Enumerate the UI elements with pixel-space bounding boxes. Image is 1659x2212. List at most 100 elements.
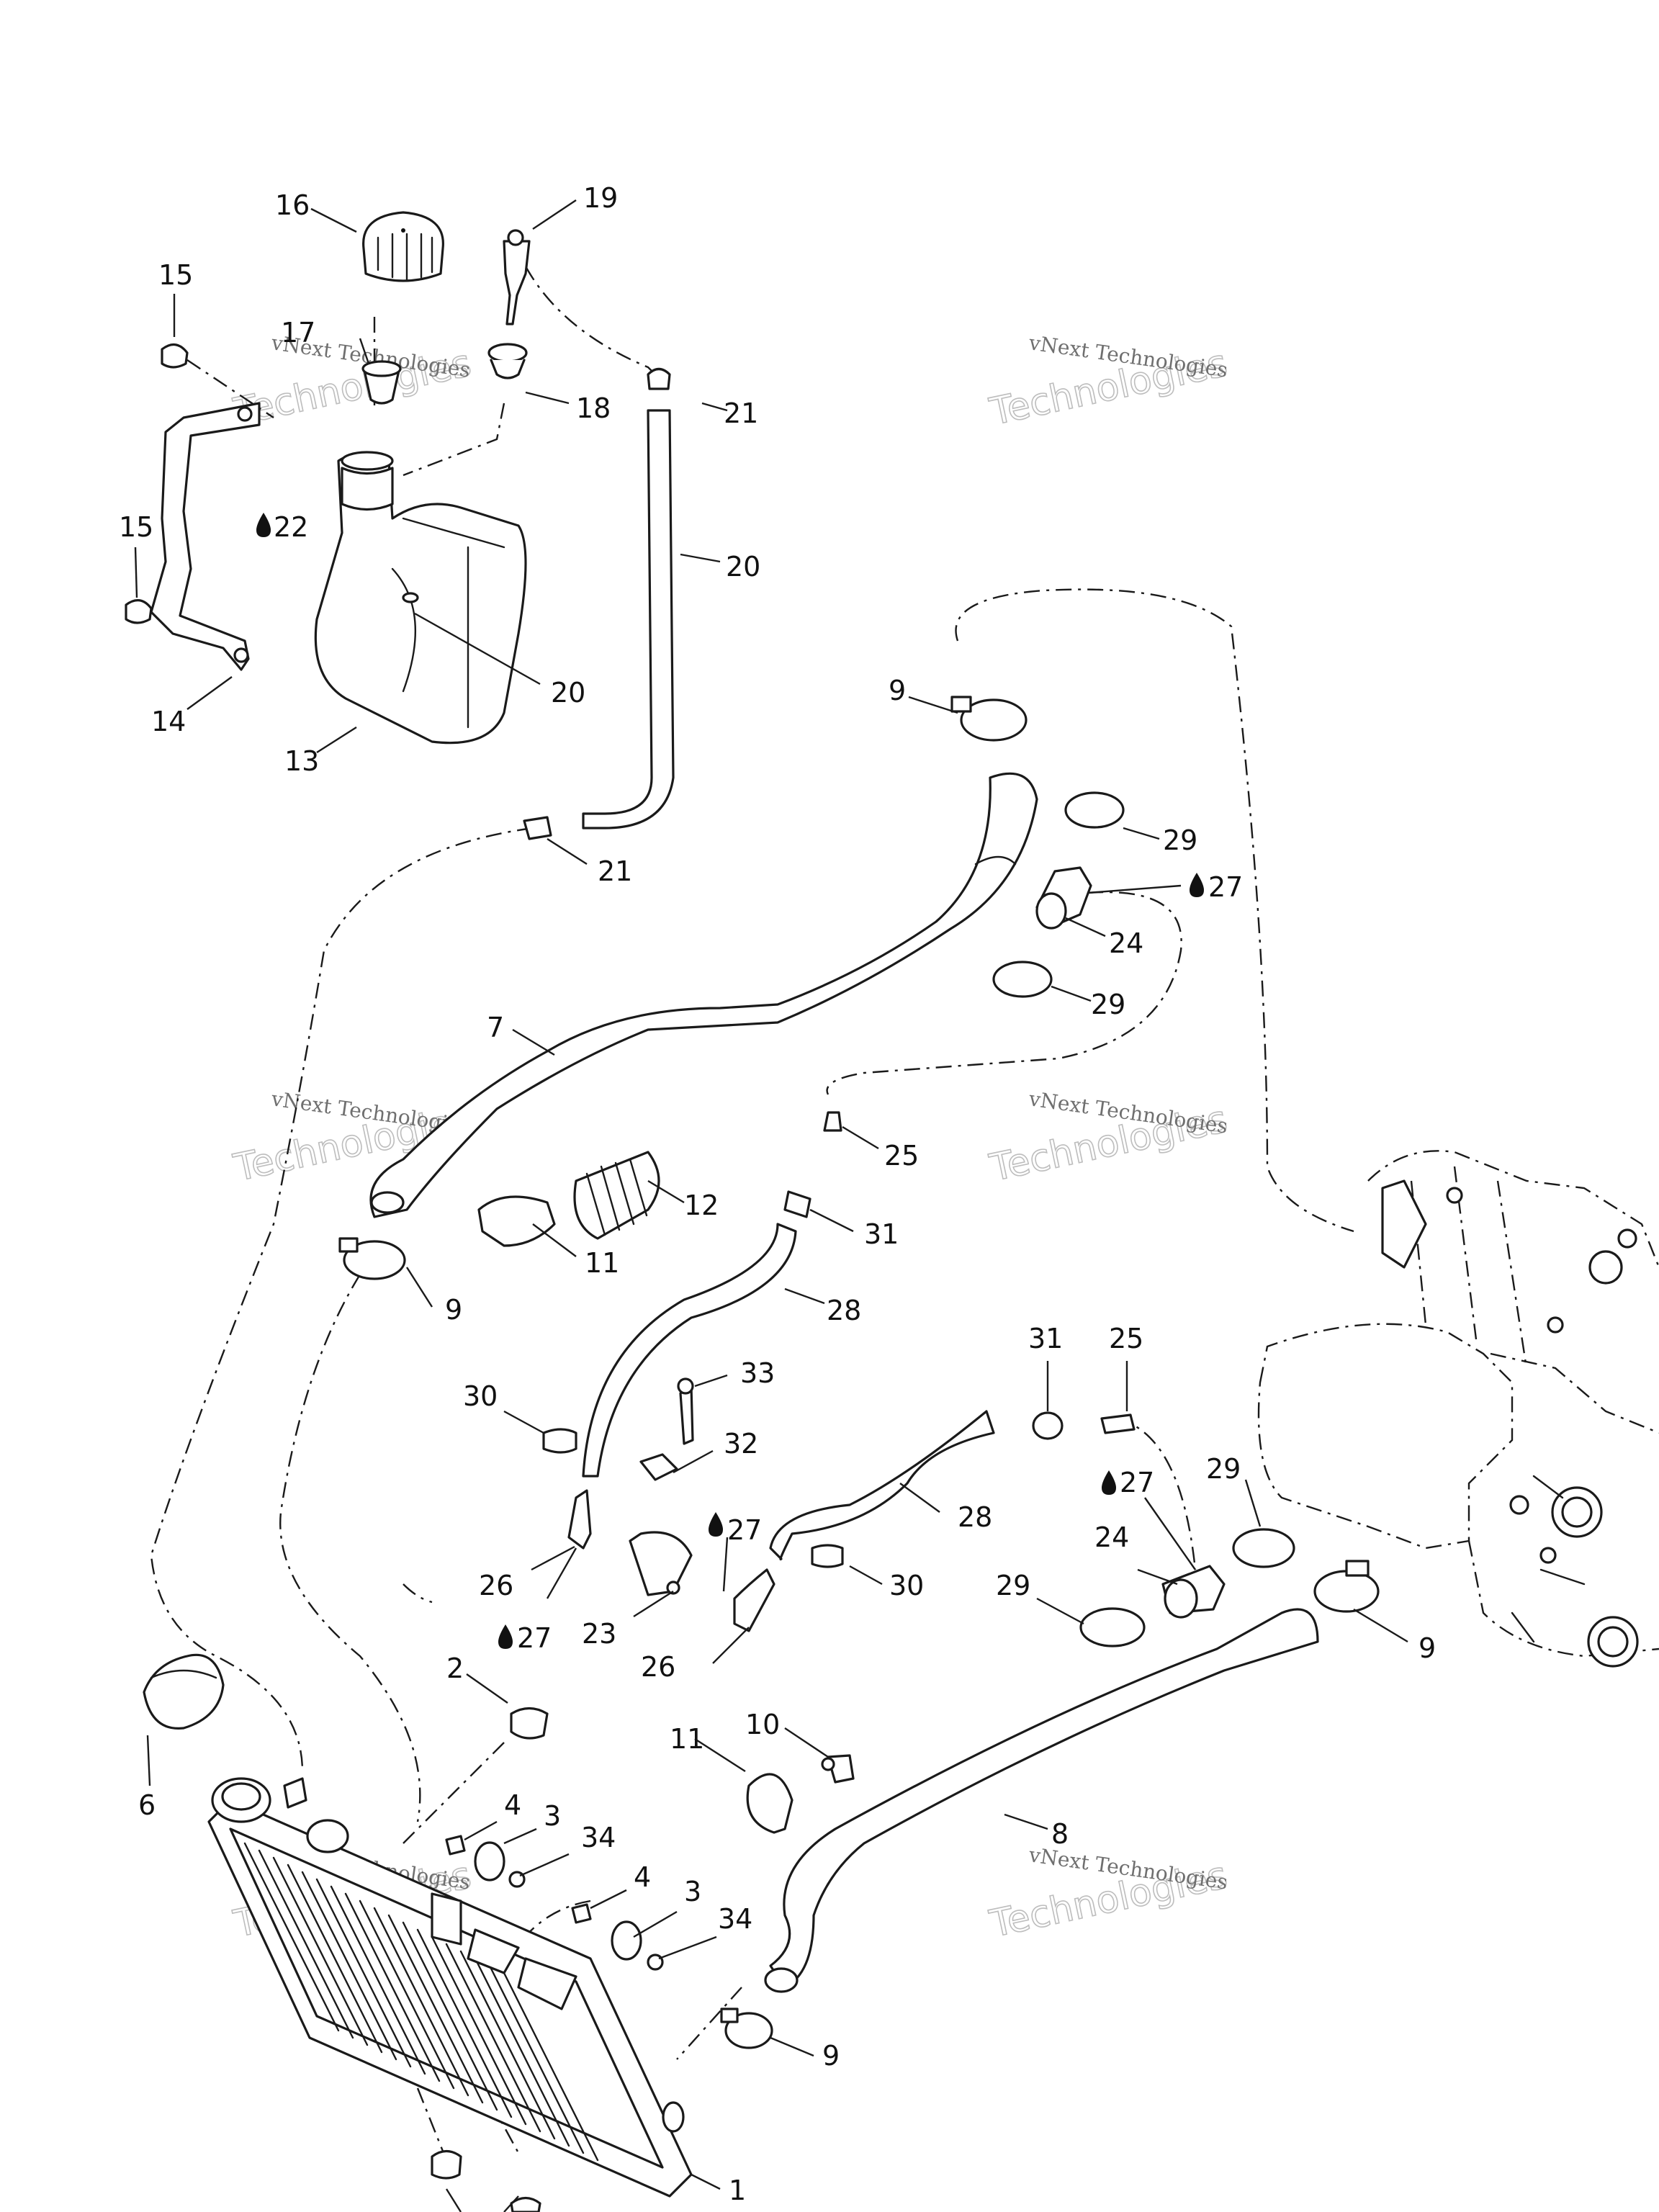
grommets-3 xyxy=(474,1841,642,1961)
callout-31: 31 xyxy=(864,1218,899,1250)
callout-31: 31 xyxy=(1028,1323,1063,1354)
filler-neck-17 xyxy=(361,360,402,405)
callout-34: 34 xyxy=(581,1822,616,1853)
drop-icon xyxy=(1190,873,1204,897)
callout-13: 13 xyxy=(284,745,319,777)
callout-28: 28 xyxy=(827,1295,861,1326)
callout-27: 27 xyxy=(1208,871,1243,903)
callout-26: 26 xyxy=(479,1570,513,1601)
callout-29: 29 xyxy=(996,1570,1030,1601)
screw-33 xyxy=(677,1377,694,1445)
callout-1: 1 xyxy=(729,2175,746,2206)
lower-hose-8 xyxy=(764,1608,1319,1993)
callout-9: 9 xyxy=(822,2040,840,2072)
callout-24: 24 xyxy=(1094,1521,1129,1553)
oil-drop-icons xyxy=(256,513,1204,1649)
watermark-top-left: Technologies vNext Technologies xyxy=(229,331,475,435)
watermark-mid-right: Technologies vNext Technologies xyxy=(985,1087,1231,1191)
clamps-29-lower xyxy=(1079,1528,1295,1647)
callout-32: 32 xyxy=(724,1428,758,1460)
callout-4: 4 xyxy=(504,1789,521,1821)
callout-12: 12 xyxy=(684,1190,719,1221)
callout-27: 27 xyxy=(727,1514,762,1546)
clamp-9-right xyxy=(1313,1560,1380,1613)
callout-25: 25 xyxy=(1109,1323,1143,1354)
upper-hose-7 xyxy=(369,772,1038,1218)
callout-10: 10 xyxy=(745,1709,780,1740)
callout-8: 8 xyxy=(1051,1818,1069,1850)
callout-30: 30 xyxy=(463,1380,498,1412)
fitting-19 xyxy=(503,229,531,325)
callout-14: 14 xyxy=(151,706,186,737)
drop-icon xyxy=(1102,1470,1116,1495)
radiator-grommets xyxy=(431,2149,541,2212)
callout-29: 29 xyxy=(1091,989,1125,1020)
bushings-4 xyxy=(445,1835,592,1924)
fitting-24-lower xyxy=(1161,1565,1226,1619)
callout-11: 11 xyxy=(585,1247,619,1279)
callout-11: 11 xyxy=(670,1723,704,1755)
callout-19: 19 xyxy=(583,182,618,214)
callout-34: 34 xyxy=(718,1903,752,1935)
callout-21: 21 xyxy=(724,397,758,429)
drop-icon xyxy=(498,1624,513,1649)
overflow-hose-20 xyxy=(582,409,675,830)
callout-22: 22 xyxy=(274,511,308,543)
hose-28-right xyxy=(769,1410,995,1561)
reservoir-tank xyxy=(314,451,527,745)
callout-9: 9 xyxy=(1419,1632,1436,1664)
radiator-1 xyxy=(207,1777,693,2198)
callout-21: 21 xyxy=(598,855,632,887)
callout-20: 20 xyxy=(726,551,760,583)
callout-33: 33 xyxy=(740,1357,775,1389)
callout-15: 15 xyxy=(158,259,193,291)
callout-26: 26 xyxy=(641,1651,675,1683)
strap-11 xyxy=(746,1773,793,1834)
callout-3: 3 xyxy=(684,1876,701,1907)
callout-6: 6 xyxy=(138,1789,156,1821)
spacer-30 xyxy=(542,1428,844,1568)
callout-16: 16 xyxy=(275,189,310,221)
hose-28-left xyxy=(582,1223,797,1478)
clamp-9-upper xyxy=(338,696,1028,1280)
callout-9: 9 xyxy=(889,675,906,706)
callout-20: 20 xyxy=(551,677,585,709)
callout-30: 30 xyxy=(889,1570,924,1601)
connector-25 xyxy=(823,1111,1136,1434)
callout-3: 3 xyxy=(544,1800,561,1832)
grommets-15 xyxy=(125,343,189,624)
elbows-26 xyxy=(567,1489,775,1632)
radiator-cap-6 xyxy=(143,1653,225,1730)
reservoir-bracket xyxy=(150,402,261,671)
callout-23: 23 xyxy=(582,1618,616,1650)
callout-29: 29 xyxy=(1163,824,1197,856)
clamps-21 xyxy=(523,367,671,840)
leader-lines xyxy=(134,199,1408,2212)
watermark-top-right: Technologies vNext Technologies xyxy=(985,331,1231,435)
callout-24: 24 xyxy=(1109,927,1143,959)
callout-18: 18 xyxy=(576,392,611,424)
callout-27: 27 xyxy=(1120,1467,1154,1498)
callout-labels: 16 19 15 17 18 21 22 20 15 20 14 13 9 21… xyxy=(119,182,1436,2206)
sleeve-12 xyxy=(573,1151,660,1240)
clamp-9-lower xyxy=(720,2008,773,2049)
drop-icon xyxy=(709,1512,723,1537)
callout-9: 9 xyxy=(445,1294,462,1326)
screw-10 xyxy=(821,1754,855,1784)
callout-17: 17 xyxy=(281,317,315,349)
callout-29: 29 xyxy=(1206,1453,1241,1485)
callout-2: 2 xyxy=(446,1653,464,1684)
watermark-bottom-right: Technologies vNext Technologies xyxy=(985,1843,1231,1947)
engine-outline xyxy=(1257,1150,1659,1668)
grommet-18 xyxy=(487,343,528,379)
callout-27: 27 xyxy=(517,1622,552,1654)
callout-7: 7 xyxy=(487,1012,504,1043)
bracket-23 xyxy=(629,1531,693,1596)
plug-2 xyxy=(510,1707,549,1740)
reservoir-cap xyxy=(362,211,444,282)
callout-15: 15 xyxy=(119,511,153,543)
clip-32 xyxy=(639,1453,678,1481)
fitting-24-upper xyxy=(1035,866,1092,930)
drop-icon xyxy=(256,513,271,537)
